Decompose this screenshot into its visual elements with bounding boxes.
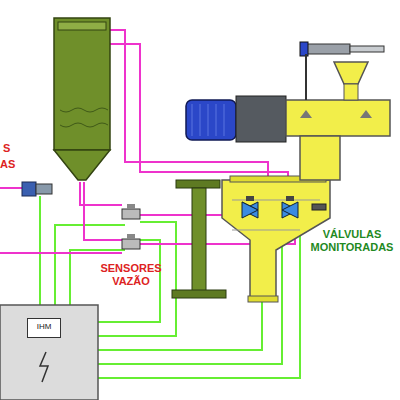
valve-symbol xyxy=(282,202,298,218)
signal-wire xyxy=(98,232,262,350)
extruder xyxy=(236,96,286,142)
pump-motor xyxy=(22,182,52,196)
material-line xyxy=(84,182,122,240)
support-stand xyxy=(176,180,220,188)
control-panel xyxy=(40,352,48,382)
pump-motor xyxy=(36,184,52,194)
extruder xyxy=(344,84,358,100)
extruder xyxy=(300,136,340,180)
storage-hopper xyxy=(60,108,108,112)
support-stand xyxy=(172,180,226,298)
storage-hopper xyxy=(54,18,110,150)
valve-symbol xyxy=(312,204,326,210)
storage-hopper xyxy=(58,22,106,30)
extruder xyxy=(334,62,368,84)
valve-symbol xyxy=(242,196,326,218)
sensor-label: SENSORES VAZÃO xyxy=(96,262,166,287)
feeder-chute xyxy=(222,176,330,302)
support-stand xyxy=(172,290,226,298)
extruder xyxy=(186,100,236,140)
valve-symbol xyxy=(286,196,294,201)
hmi-screen: IHM xyxy=(27,318,61,338)
support-stand xyxy=(192,188,206,292)
cut-label: AS xyxy=(0,158,15,171)
flow-sensor xyxy=(122,239,140,249)
flow-sensor xyxy=(122,209,140,219)
pump-motor xyxy=(22,182,36,196)
valve-symbol xyxy=(242,202,258,218)
feeder-chute xyxy=(222,180,330,300)
extruder xyxy=(286,100,390,136)
extruder xyxy=(350,46,384,52)
feeder-chute xyxy=(232,200,320,230)
storage-hopper xyxy=(60,123,108,127)
feeder-chute xyxy=(248,296,278,302)
control-panel xyxy=(0,305,98,400)
storage-hopper xyxy=(54,18,110,180)
extruder xyxy=(300,42,308,56)
storage-hopper xyxy=(54,150,110,180)
signal-wire xyxy=(39,196,41,305)
material-line xyxy=(80,182,122,205)
material-line xyxy=(0,252,122,254)
material-line xyxy=(0,187,22,189)
node-text: IHM xyxy=(28,323,60,332)
cut-label: S xyxy=(3,142,10,155)
extruder xyxy=(300,110,372,118)
valve-label: VÁLVULAS MONITORADAS xyxy=(306,228,398,253)
control-panel xyxy=(0,305,98,400)
extruder xyxy=(305,54,307,100)
extruder xyxy=(186,42,390,180)
valve-symbol xyxy=(282,202,298,218)
flow-sensor xyxy=(127,204,135,209)
extruder xyxy=(306,44,350,54)
flow-sensor xyxy=(122,204,140,249)
valve-symbol xyxy=(246,196,254,201)
valve-symbol xyxy=(242,202,258,218)
extruder xyxy=(192,104,224,136)
flow-sensor xyxy=(127,234,135,239)
